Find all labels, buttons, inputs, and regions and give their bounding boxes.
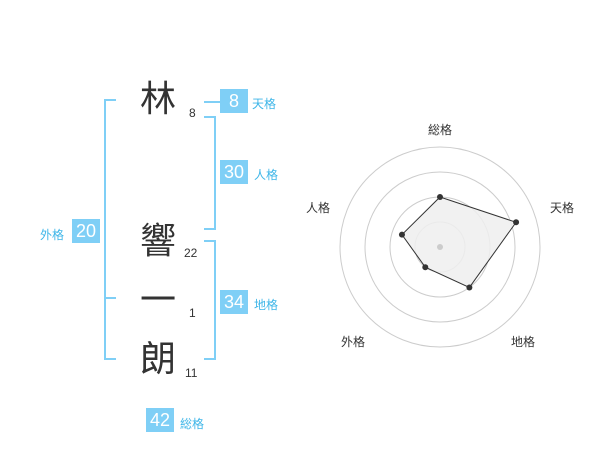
radar-point-1 [437,194,443,200]
soukaku-value: 42 [146,408,174,432]
radar-point-2 [513,219,520,226]
jinkaku-value: 30 [220,160,248,184]
gaikaku-label: 外格 [40,228,65,242]
name-char-1: 林 [140,79,177,120]
radar-center-dot [437,244,443,250]
tenkaku-value: 8 [220,89,248,113]
radar-label-tenkaku: 天格 [550,201,575,215]
stroke-count-4: 11 [185,366,198,380]
radar-ring [364,171,516,323]
chikaku-value: 34 [220,290,248,314]
chikaku-label: 地格 [254,298,279,312]
name-char-4: 朗 [140,339,177,380]
radar-label-soukaku: 総格 [428,123,453,137]
radar-ring [339,146,541,348]
gaikaku-value: 20 [72,219,100,243]
radar-polygon [401,196,517,289]
tenkaku-label: 天格 [252,97,277,111]
radar-label-jinkaku: 人格 [306,201,331,215]
radar-label-gaikaku: 外格 [341,335,366,349]
jinkaku-label: 人格 [254,168,279,182]
stroke-count-1: 8 [189,106,196,120]
name-char-2: 響 [140,221,177,262]
radar-point-3 [466,284,473,291]
stroke-count-3: 1 [189,306,196,320]
stroke-count-2: 22 [184,246,198,260]
radar-label-chikaku: 地格 [511,335,536,349]
radar-point-5 [398,231,405,238]
soukaku-label: 総格 [180,417,205,431]
radar-point-4 [422,264,429,271]
name-char-3: 一 [140,280,177,321]
